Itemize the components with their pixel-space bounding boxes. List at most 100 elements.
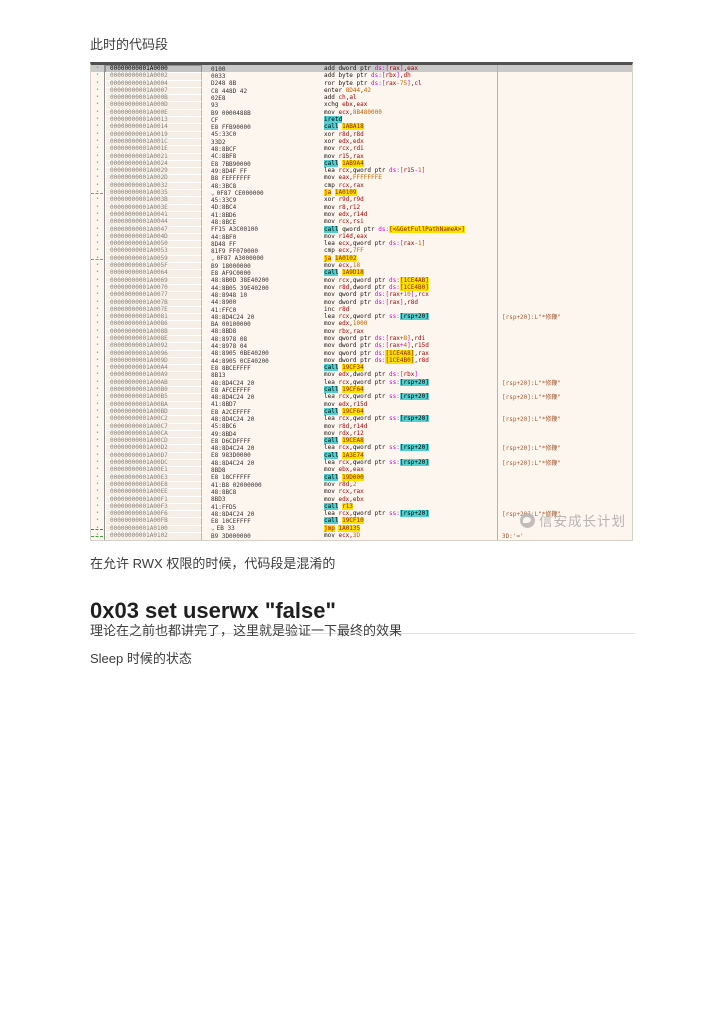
bytes-cell: ⌄EB 33 [211, 525, 235, 533]
bytes-cell: E8 10CEFFFF [211, 518, 251, 526]
instruction-cell: mov ecx,3D [321, 532, 498, 540]
breakpoint-dot-icon: • [91, 334, 105, 344]
bytes-cell: 48:8BC8 [211, 488, 237, 496]
breakpoint-dot-icon: • [91, 342, 105, 352]
instruction-cell: mov qword ptr ds:[rax+8],rdi [321, 334, 498, 344]
breakpoint-dot-icon: • [91, 189, 105, 198]
breakpoint-dot-icon: • [91, 137, 105, 147]
breakpoint-dot-icon: • [91, 437, 105, 446]
instruction-cell: mov dword ptr ds:[1CE4B0],r8d [321, 356, 498, 366]
breakpoint-dot-icon: • [91, 386, 105, 395]
bytes-cell: C8 448D 42 [211, 87, 248, 95]
instruction-cell: mov rbx,rax [321, 327, 498, 337]
paragraph-sleep: Sleep 时候的状态 [90, 651, 192, 666]
bytes-cell: 4D:8BC4 [211, 204, 237, 212]
bytes-cell: 0033 [211, 73, 226, 81]
breakpoint-dot-icon: • [91, 305, 105, 315]
bytes-cell: E8 8BCEFFFF [211, 364, 251, 372]
bytes-cell: 48:8BCE [211, 218, 237, 226]
bytes-cell: 45:8BC6 [211, 423, 237, 431]
comment-cell: 3D:'=' [502, 532, 524, 540]
bytes-cell: D248 8B [211, 80, 237, 88]
breakpoint-dot-icon: • [91, 451, 105, 461]
bytes-cell: 48:8D4C24 20 [211, 394, 255, 402]
breakpoint-dot-icon: • [91, 86, 105, 96]
breakpoint-dot-icon: • [91, 225, 105, 235]
bytes-cell: 48:8978 08 [211, 335, 248, 343]
bytes-cell: 41:8BD6 [211, 211, 237, 219]
instruction-cell: lea rcx,qword ptr ss:[rsp+20] [321, 313, 498, 322]
bytes-cell: 48:8948 10 [211, 291, 248, 299]
breakpoint-dot-icon: • [91, 152, 105, 162]
bytes-cell: E8 AFCEFFFF [211, 386, 251, 394]
breakpoint-dot-icon: • [91, 298, 105, 308]
comment-cell: [rsp+20]:L"*修鞭" [502, 416, 561, 423]
breakpoint-dot-icon: • [91, 422, 105, 432]
bytes-cell: 41:8BD7 [211, 401, 237, 409]
bytes-cell: 8D48 FF [211, 240, 237, 248]
instruction-cell: lea rcx,qword ptr ss:[rsp+20] [321, 415, 498, 425]
breakpoint-dot-icon: • [91, 532, 105, 540]
bytes-cell: 48:8D4C24 20 [211, 416, 255, 423]
instruction-cell: mov qword ptr ds:[rax+10],rcx [321, 291, 498, 300]
breakpoint-dot-icon: • [91, 196, 105, 206]
instruction-cell: jmp 1A0135 [321, 524, 498, 534]
breakpoint-dot-icon: • [91, 232, 105, 242]
bytes-cell: 44:8900 [211, 299, 237, 307]
bytes-cell: 41:FFD5 [211, 503, 237, 511]
instruction-cell: call 1ABA18 [321, 123, 498, 133]
instruction-cell: mov edx,1000 [321, 320, 498, 330]
paragraph-theory: 理论在之前也都讲完了，这里就是验证一下最终的效果 [90, 623, 403, 638]
bytes-cell: FF15 A3C00100 [211, 226, 258, 234]
bytes-cell: 44:8B05 39E40200 [211, 284, 269, 292]
bytes-cell: B9 0000488B [211, 109, 251, 117]
instruction-cell: mov ecx,8B480000 [321, 108, 498, 118]
instruction-cell: xor r8d,r8d [321, 130, 498, 140]
instruction-cell: xor edx,edx [321, 137, 498, 147]
instruction-cell: call 19D000 [321, 473, 498, 483]
bytes-cell: 49:8BD4 [211, 430, 237, 438]
section-heading: 0x03 set userwx "false" [90, 598, 635, 635]
bytes-cell: BA 00100000 [211, 321, 251, 329]
instruction-cell: call 1A3E74 [321, 451, 498, 461]
breakpoint-dot-icon: • [91, 269, 105, 279]
breakpoint-dot-icon: • [91, 101, 105, 111]
comment-cell: [rsp+20]:L"*修鞭" [502, 394, 561, 402]
breakpoint-dot-icon: • [91, 502, 105, 512]
instruction-cell: mov edx,r15d [321, 400, 498, 410]
instruction-cell: enter 8D44,42 [321, 86, 498, 96]
breakpoint-dot-icon: • [91, 276, 105, 286]
breakpoint-dot-icon: • [91, 130, 105, 140]
instruction-cell: inc r8d [321, 305, 498, 315]
breakpoint-dot-icon: • [91, 415, 105, 425]
bytes-cell: B9 3D000000 [211, 532, 251, 540]
bytes-cell: 48:8D4C24 20 [211, 313, 255, 321]
watermark: 信安成长计划 [520, 510, 626, 530]
paragraph-rwx: 在允许 RWX 权限的时候，代码段是混淆的 [90, 556, 336, 571]
breakpoint-dot-icon: • [91, 254, 105, 264]
instruction-cell: cmp ecx,7FF [321, 247, 498, 257]
bytes-cell: E8 7BB90000 [211, 160, 251, 168]
instruction-cell: call 19CF10 [321, 517, 498, 527]
instruction-cell: lea rcx,qword ptr ss:[rsp+20] [321, 459, 498, 468]
